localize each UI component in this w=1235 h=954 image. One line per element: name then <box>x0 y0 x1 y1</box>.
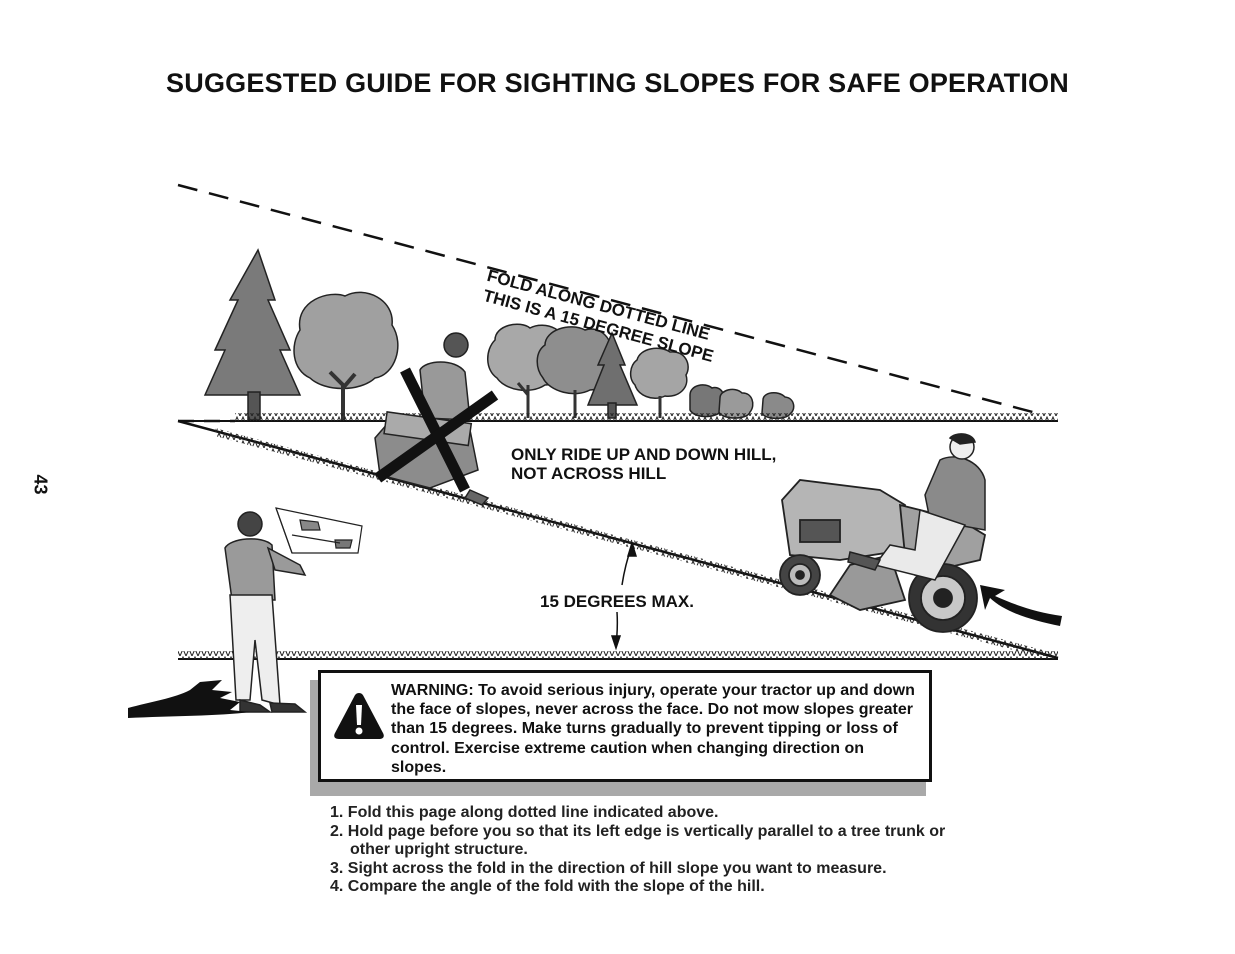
ride-direction-label: ONLY RIDE UP AND DOWN HILL, NOT ACROSS H… <box>511 445 776 483</box>
man-shadow <box>128 680 250 718</box>
round-tree <box>293 291 399 390</box>
instructions-list: 1. Fold this page along dotted line indi… <box>330 804 970 897</box>
warning-box: WARNING: To avoid serious injury, operat… <box>318 670 932 782</box>
instruction-item: 3. Sight across the fold in the directio… <box>330 859 887 877</box>
instruction-item: 1. Fold this page along dotted line indi… <box>330 804 719 821</box>
sighting-man <box>224 511 308 713</box>
up-hill-arrow <box>980 585 1062 626</box>
fold-dotted-line <box>177 183 1041 416</box>
tractor-rider <box>847 433 986 581</box>
instruction-item: 2. Hold page before you so that its left… <box>330 822 946 859</box>
pine-tree <box>203 248 302 396</box>
ride-direction-line2: NOT ACROSS HILL <box>511 464 667 483</box>
x-mark-icon <box>374 367 499 493</box>
warning-text: WARNING: To avoid serious injury, operat… <box>391 682 915 776</box>
tree-line <box>203 248 795 421</box>
folded-page-held <box>275 507 363 554</box>
ride-direction-line1: ONLY RIDE UP AND DOWN HILL, <box>511 445 777 464</box>
max-slope-label: 15 DEGREES MAX. <box>540 592 694 611</box>
page-title: SUGGESTED GUIDE FOR SIGHTING SLOPES FOR … <box>166 68 1069 98</box>
round-tree <box>629 347 689 399</box>
instruction-item: 4. Compare the angle of the fold with th… <box>330 878 765 895</box>
angle-arrows <box>610 540 638 651</box>
warning-triangle-icon <box>334 693 384 739</box>
